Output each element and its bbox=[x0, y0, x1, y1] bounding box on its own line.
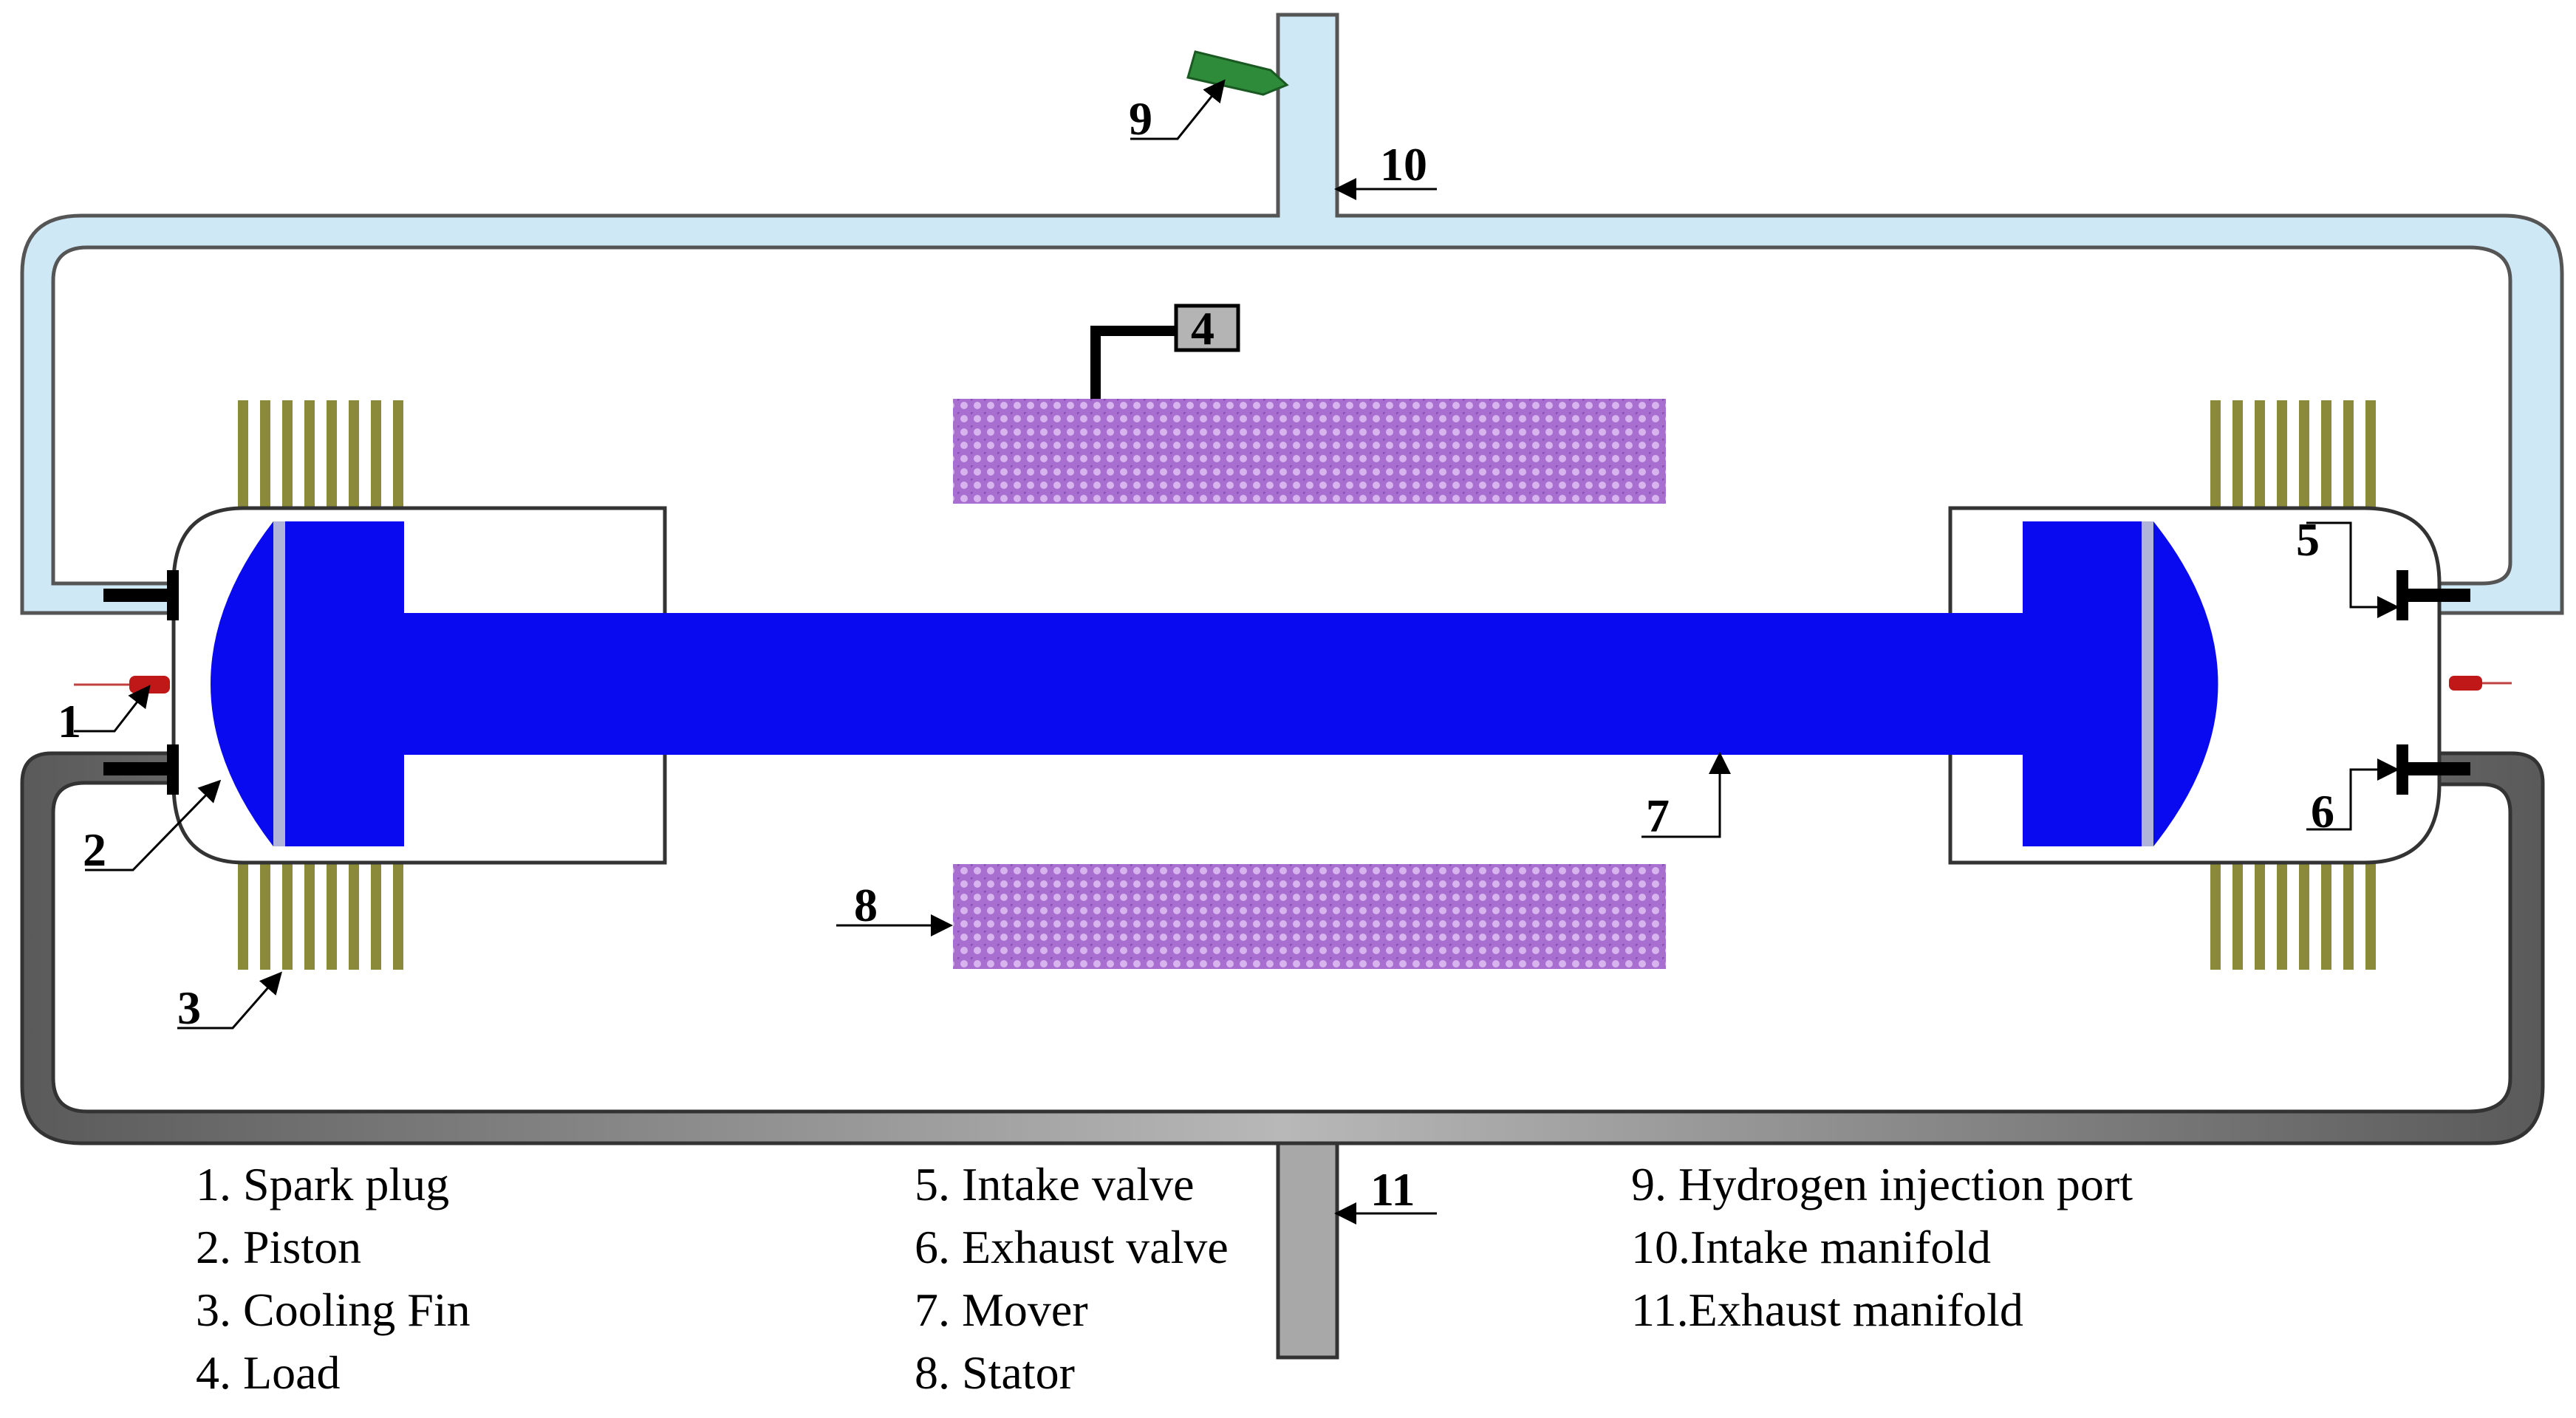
legend-item: 5. Intake valve bbox=[915, 1158, 1195, 1210]
callout-6: 6 bbox=[2311, 785, 2334, 838]
legend: 1. Spark plug 2. Piston 3. Cooling Fin 4… bbox=[196, 1158, 2133, 1399]
legend-item: 3. Cooling Fin bbox=[196, 1284, 471, 1336]
cooling-fin-right-bottom bbox=[2210, 863, 2376, 970]
legend-item: 10.Intake manifold bbox=[1631, 1221, 1991, 1273]
callout-5: 5 bbox=[2296, 513, 2320, 566]
callout-7: 7 bbox=[1646, 790, 1670, 842]
callout-4: 4 bbox=[1191, 302, 1214, 354]
stator-top bbox=[953, 399, 1666, 504]
spark-plug-left bbox=[74, 676, 170, 693]
cooling-fin-right-top bbox=[2210, 400, 2376, 507]
exhaust-manifold bbox=[20, 751, 2545, 1360]
legend-item: 11.Exhaust manifold bbox=[1631, 1284, 2023, 1336]
legend-item: 2. Piston bbox=[196, 1221, 361, 1273]
valve-left-bottom bbox=[103, 744, 179, 795]
callout-10: 10 bbox=[1380, 138, 1427, 191]
intake-valve bbox=[2396, 570, 2470, 620]
callout-2: 2 bbox=[83, 823, 106, 876]
legend-item: 1. Spark plug bbox=[196, 1158, 449, 1210]
legend-item: 7. Mover bbox=[915, 1284, 1088, 1336]
callout-9: 9 bbox=[1129, 92, 1152, 145]
cooling-fin-left-bottom bbox=[238, 863, 403, 970]
hydrogen-injection-port bbox=[1186, 50, 1289, 96]
legend-item: 9. Hydrogen injection port bbox=[1631, 1158, 2133, 1210]
legend-item: 8. Stator bbox=[915, 1346, 1075, 1399]
callout-11: 11 bbox=[1370, 1163, 1415, 1216]
cooling-fin-left-top bbox=[238, 400, 403, 507]
mover bbox=[211, 521, 2218, 846]
leader-lines bbox=[74, 79, 2399, 1225]
legend-item: 4. Load bbox=[196, 1346, 341, 1399]
spark-plug-right bbox=[2449, 676, 2512, 691]
intake-manifold bbox=[20, 13, 2564, 615]
legend-item: 6. Exhaust valve bbox=[915, 1221, 1229, 1273]
load bbox=[1090, 304, 1240, 399]
exhaust-valve bbox=[2396, 744, 2470, 795]
callout-3: 3 bbox=[177, 982, 201, 1034]
stator-bottom bbox=[953, 864, 1666, 969]
valve-left-top bbox=[103, 570, 179, 620]
callout-8: 8 bbox=[854, 879, 878, 931]
callout-1: 1 bbox=[58, 695, 81, 747]
